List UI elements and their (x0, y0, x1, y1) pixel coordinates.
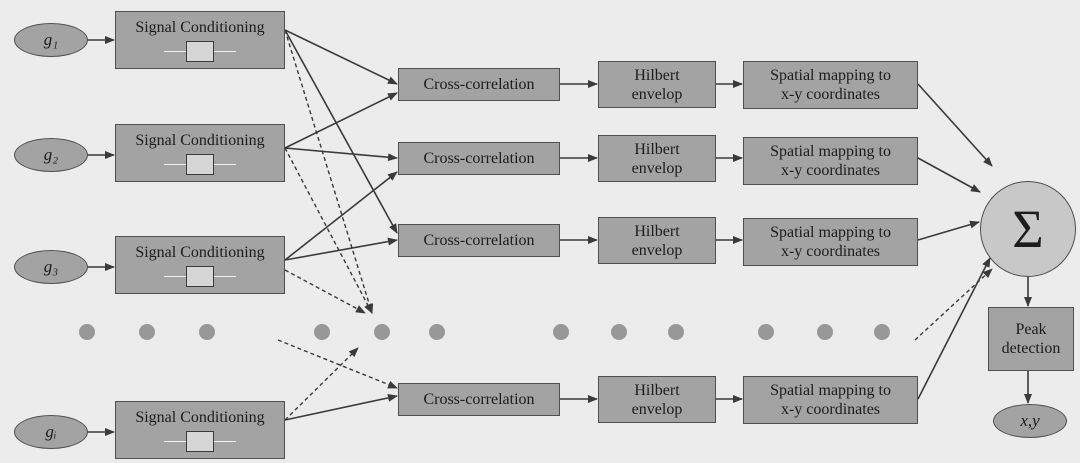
hilbert-line-1: Hilbert (634, 222, 680, 240)
dashed-connector-arrow (284, 29, 374, 314)
spatial-mapping-line-2: x-y coordinates (780, 243, 881, 260)
connector-arrow (284, 237, 398, 261)
ellipsis-dot (668, 324, 684, 340)
spatial-mapping-line-1: Spatial mapping to (770, 67, 891, 84)
hilbert-line-1: Hilbert (634, 66, 680, 84)
hilbert-line-2: envelop (631, 85, 683, 103)
spatial-mapping-line-1: Spatial mapping to (770, 143, 891, 160)
signal-conditioning-block-i: Signal Conditioning (115, 401, 285, 459)
hilbert-envelop-block-2: Hilbert envelop (598, 135, 716, 182)
spatial-mapping-line-2: x-y coordinates (780, 401, 881, 418)
input-gi: gᵢ (14, 415, 88, 449)
summation-node: Σ (980, 181, 1076, 277)
filter-icon (164, 41, 236, 62)
connector-arrow (284, 147, 398, 162)
dashed-connector-arrow (284, 347, 359, 421)
connector-arrow (284, 29, 398, 234)
signal-conditioning-label: Signal Conditioning (135, 132, 265, 149)
dashed-connector-arrow (277, 339, 398, 389)
connector-arrow (284, 92, 398, 149)
signal-conditioning-block-3: Signal Conditioning (115, 236, 285, 294)
spatial-mapping-line-1: Spatial mapping to (770, 224, 891, 241)
filter-icon (164, 266, 236, 287)
dashed-connector-arrow (284, 147, 373, 314)
spatial-mapping-block-1: Spatial mapping to x-y coordinates (743, 61, 918, 109)
spatial-mapping-block-3: Spatial mapping to x-y coordinates (743, 218, 918, 266)
ellipsis-dot (817, 324, 833, 340)
spatial-mapping-line-1: Spatial mapping to (770, 382, 891, 399)
ellipsis-dot (611, 324, 627, 340)
signal-conditioning-block-2: Signal Conditioning (115, 124, 285, 182)
ellipsis-dot (199, 324, 215, 340)
dashed-connector-arrow (284, 269, 366, 314)
connector-arrow (284, 29, 398, 85)
connector-arrow (917, 83, 993, 167)
filter-icon (164, 431, 236, 452)
connector-arrow (917, 157, 981, 193)
hilbert-line-2: envelop (631, 159, 683, 177)
output-xy: x,y (993, 404, 1067, 438)
spatial-mapping-line-2: x-y coordinates (780, 162, 881, 179)
input-g2: g₂ (14, 138, 88, 172)
cross-correlation-block-i: Cross-correlation (398, 383, 560, 416)
spatial-mapping-block-i: Spatial mapping to x-y coordinates (743, 376, 918, 424)
hilbert-envelop-block-i: Hilbert envelop (598, 376, 716, 423)
connector-arrow (284, 171, 398, 261)
ellipsis-dot (874, 324, 890, 340)
ellipsis-dot (758, 324, 774, 340)
ellipsis-dot (79, 324, 95, 340)
signal-conditioning-block-1: Signal Conditioning (115, 11, 285, 69)
cross-correlation-block-3: Cross-correlation (398, 224, 560, 257)
connector-arrow (917, 257, 991, 400)
ellipsis-dot (429, 324, 445, 340)
peak-detection-line-1: Peak (1015, 321, 1047, 338)
hilbert-line-1: Hilbert (634, 381, 680, 399)
input-g1: g₁ (14, 23, 88, 57)
signal-conditioning-label: Signal Conditioning (135, 19, 265, 36)
hilbert-envelop-block-3: Hilbert envelop (598, 217, 716, 264)
input-g3: g₃ (14, 250, 88, 284)
connector-arrow (917, 220, 980, 241)
peak-detection-line-2: detection (1001, 340, 1061, 357)
hilbert-line-2: envelop (631, 400, 683, 418)
filter-icon (164, 154, 236, 175)
hilbert-envelop-block-1: Hilbert envelop (598, 61, 716, 108)
cross-correlation-block-1: Cross-correlation (398, 68, 560, 101)
signal-conditioning-label: Signal Conditioning (135, 409, 265, 426)
dashed-connector-arrow (914, 268, 993, 341)
ellipsis-dot (553, 324, 569, 340)
spatial-mapping-block-2: Spatial mapping to x-y coordinates (743, 137, 918, 185)
hilbert-line-2: envelop (631, 241, 683, 259)
signal-conditioning-label: Signal Conditioning (135, 244, 265, 261)
cross-correlation-block-2: Cross-correlation (398, 142, 560, 175)
ellipsis-dot (374, 324, 390, 340)
peak-detection-block: Peak detection (988, 307, 1074, 371)
hilbert-line-1: Hilbert (634, 140, 680, 158)
ellipsis-dot (139, 324, 155, 340)
connector-arrow (284, 393, 398, 421)
ellipsis-dot (314, 324, 330, 340)
spatial-mapping-line-2: x-y coordinates (780, 86, 881, 103)
